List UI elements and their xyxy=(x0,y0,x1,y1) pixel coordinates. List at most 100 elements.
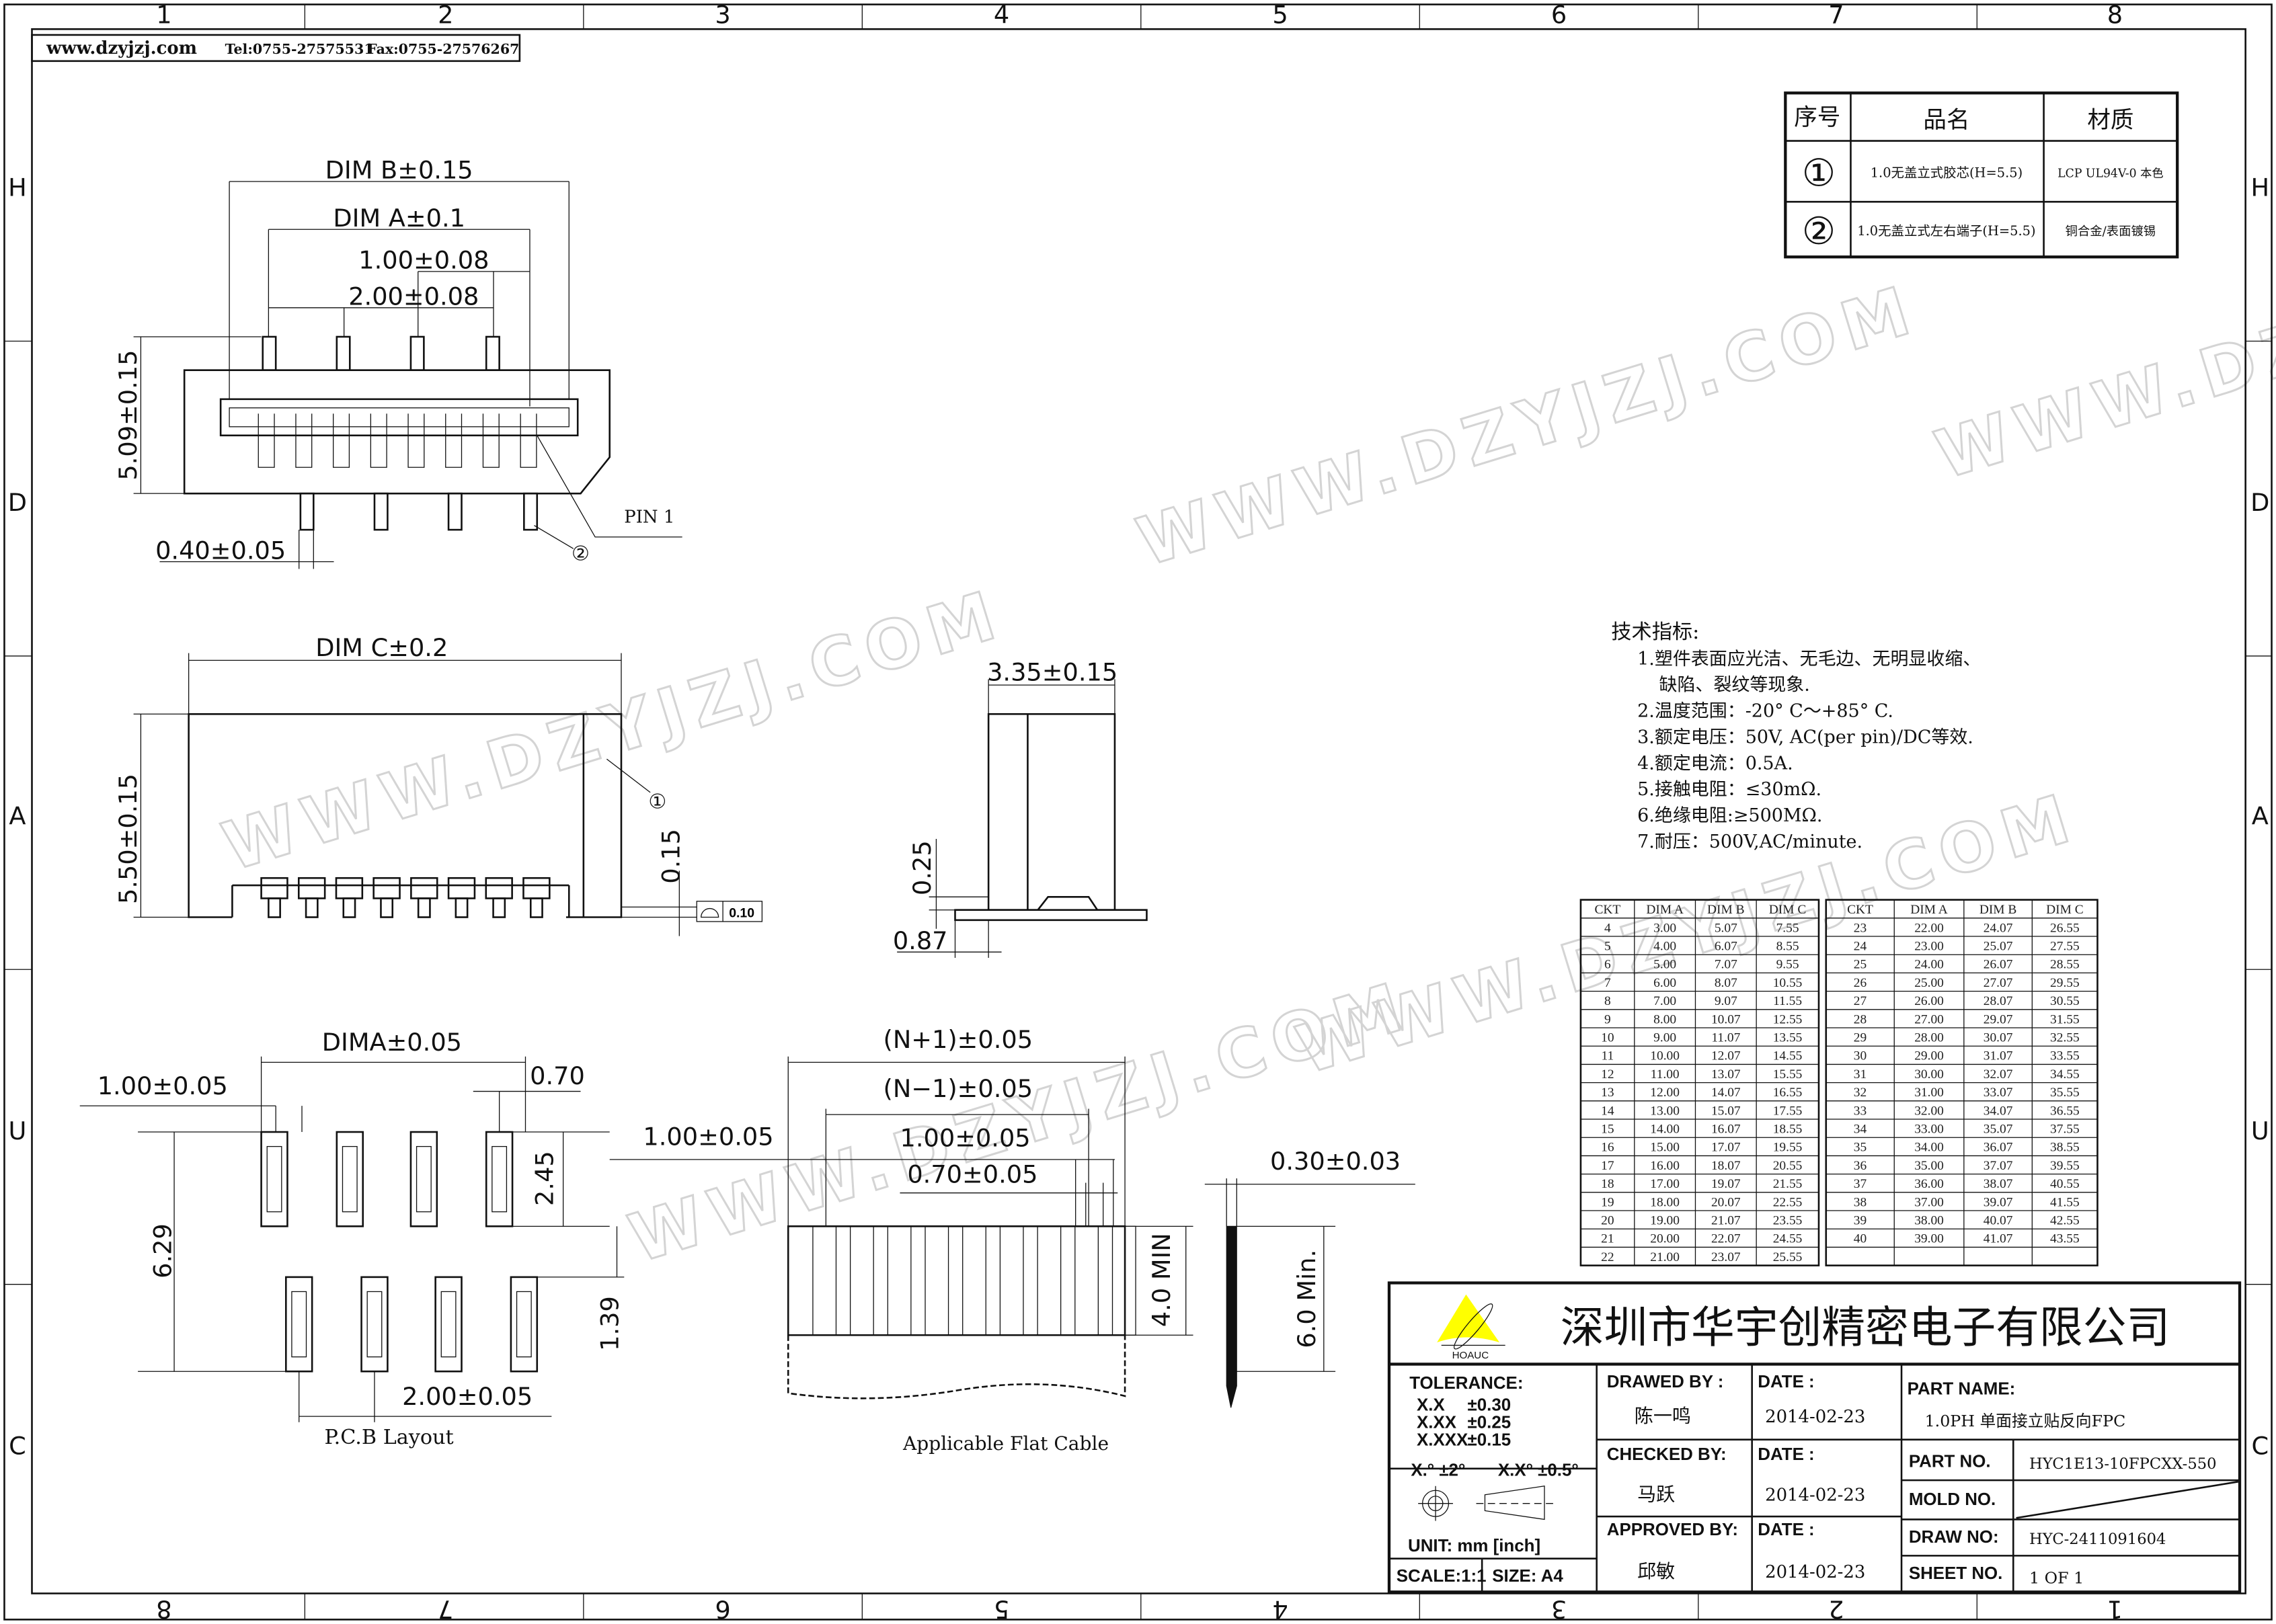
ckt-cell: 24 xyxy=(1854,940,1867,954)
ckt-cell: 37.55 xyxy=(2050,1123,2080,1137)
inner-frame xyxy=(31,28,2246,1594)
part-name: 1.0PH 单面接立贴反向FPC xyxy=(1925,1412,2126,1430)
pcb-pad xyxy=(434,1276,463,1373)
bom-header-material: 材质 xyxy=(2087,107,2133,134)
ckt-cell: 43.55 xyxy=(2050,1232,2080,1246)
ckt-cell: 17.07 xyxy=(1711,1141,1741,1155)
ckt-cell: 15.00 xyxy=(1650,1141,1680,1155)
ckt-cell: 14.55 xyxy=(1773,1049,1803,1063)
ckt-cell: 10.55 xyxy=(1773,976,1803,990)
zone-row-marker: U xyxy=(2251,1116,2269,1145)
zone-row-marker: H xyxy=(8,173,27,202)
cable-pitch-label: 1.00±0.05 xyxy=(900,1124,1031,1153)
conductor-strip xyxy=(999,1225,1024,1336)
zone-row-marker: U xyxy=(8,1116,26,1145)
front-view: DIM C±0.2 5.50±0.15 0.15 0.10 ① xyxy=(114,633,763,936)
bom-row2-no: ② xyxy=(1802,210,1836,253)
ckt-cell: 21.00 xyxy=(1650,1250,1680,1264)
conductor-strip xyxy=(962,1225,986,1336)
terminal-pin xyxy=(447,492,463,531)
part-name-label: PART NAME: xyxy=(1908,1380,2016,1399)
ckt-cell: 12.55 xyxy=(1773,1012,1803,1026)
pcb-pitch-label: 1.00±0.05 xyxy=(97,1071,228,1100)
approved-by: 邱敏 xyxy=(1637,1560,1675,1582)
pcb-layout: DIMA±0.05 1.00±0.05 0.70 2.45 6.29 1.39 … xyxy=(79,1028,625,1449)
ckt-cell: 11.55 xyxy=(1773,994,1802,1008)
terminal-pin xyxy=(299,492,315,531)
ckt-cell: 7 xyxy=(1604,976,1611,990)
ckt-cell: 7.55 xyxy=(1776,921,1799,935)
spec-item: 1.塑件表面应光洁、无毛边、无明显收缩、 xyxy=(1637,649,1981,669)
ckt-cell: 40.55 xyxy=(2050,1177,2080,1191)
ckt-cell: 34.00 xyxy=(1914,1141,1944,1155)
checked-by-label: CHECKED BY: xyxy=(1607,1445,1727,1464)
ckt-cell: 39.55 xyxy=(2050,1159,2080,1173)
pad-length-label: 2.45 xyxy=(531,1151,559,1206)
ckt-cell: 30 xyxy=(1854,1049,1867,1063)
cable-profile xyxy=(1226,1225,1237,1408)
ckt-cell: 7.07 xyxy=(1715,958,1737,972)
ckt-cell: 6 xyxy=(1604,958,1611,972)
bom-row1-material: LCP UL94V-0 本色 xyxy=(2057,167,2164,181)
zone-column-marker: 5 xyxy=(994,1594,1009,1623)
ckt-cell: 26 xyxy=(1854,976,1867,990)
ckt-cell: 11.00 xyxy=(1651,1067,1680,1082)
ckt-cell: 41.07 xyxy=(1984,1232,2013,1246)
spec-item: 缺陷、裂纹等现象. xyxy=(1659,675,1810,696)
zone-column-marker: 8 xyxy=(156,1594,171,1623)
pcb-pad xyxy=(510,1276,539,1373)
ckt-cell: 21.55 xyxy=(1773,1177,1803,1191)
ckt-cell: 29.55 xyxy=(2050,976,2080,990)
ckt-cell: 6.00 xyxy=(1653,976,1676,990)
ckt-cell: 36.55 xyxy=(2050,1104,2080,1118)
ckt-cell: 27.55 xyxy=(2050,940,2080,954)
ckt-cell: 21 xyxy=(1601,1232,1614,1246)
spec-item: 6.绝缘电阻:≥500MΩ. xyxy=(1637,805,1822,826)
ckt-cell: 16.00 xyxy=(1650,1159,1680,1173)
ckt-cell: 8.55 xyxy=(1776,940,1799,954)
approved-date: 2014-02-23 xyxy=(1765,1562,1865,1582)
ckt-cell: 42.55 xyxy=(2050,1214,2080,1228)
bom-row2-material: 铜合金/表面镀锡 xyxy=(2066,225,2156,239)
ckt-cell: 24.07 xyxy=(1984,921,2013,935)
tolerance-label: TOLERANCE: xyxy=(1409,1374,1523,1393)
fax-text: Fax:0755-27576267 xyxy=(367,41,519,57)
ckt-cell: 15.07 xyxy=(1711,1104,1741,1118)
draw-no: HYC-2411091604 xyxy=(2029,1531,2166,1548)
ckt-cell: 19.07 xyxy=(1711,1177,1741,1191)
ckt-cell: 10.07 xyxy=(1711,1012,1741,1026)
watermark-text: WWW.DZYJZJ.COM xyxy=(214,575,1013,886)
size-label: SIZE: A4 xyxy=(1492,1567,1563,1586)
ckt-cell: 31.55 xyxy=(2050,1012,2080,1026)
coplanarity-label: 0.15 xyxy=(656,829,685,884)
ckt-cell: 31.00 xyxy=(1914,1086,1944,1100)
flatness-value: 0.10 xyxy=(729,906,754,921)
website-text: www.dzyjzj.com xyxy=(46,38,197,58)
ckt-cell: 35.00 xyxy=(1914,1159,1944,1173)
ckt-cell: 14.00 xyxy=(1650,1123,1680,1137)
contact xyxy=(482,413,500,468)
ckt-cell: 20.00 xyxy=(1650,1232,1680,1246)
bom-row2-name: 1.0无盖立式左右端子(H=5.5) xyxy=(1857,223,2035,239)
side-view: 3.35±0.15 0.25 0.87 xyxy=(893,658,1148,958)
ckt-cell: 25.07 xyxy=(1984,940,2013,954)
part-no: HYC1E13-10FPCXX-550 xyxy=(2029,1455,2217,1473)
ckt-cell: 39.07 xyxy=(1984,1195,2013,1209)
balloon-1: ① xyxy=(648,790,666,814)
pcb-pad xyxy=(409,1131,438,1227)
zone-column-marker: 8 xyxy=(2107,1,2123,30)
ckt-cell: 9.00 xyxy=(1653,1031,1676,1045)
terminal-pin xyxy=(336,335,351,371)
ckt-header-cell: DIM B xyxy=(1707,903,1745,917)
ckt-cell: 17.00 xyxy=(1650,1177,1680,1191)
ckt-cell: 34 xyxy=(1854,1123,1867,1137)
ckt-header-cell: DIM C xyxy=(1769,903,1807,917)
bom-row1-name: 1.0无盖立式胶芯(H=5.5) xyxy=(1871,165,2023,181)
ckt-cell: 22.07 xyxy=(1711,1232,1741,1246)
ckt-cell: 23 xyxy=(1854,921,1867,935)
w1-label: 0.87 xyxy=(893,926,948,955)
ckt-cell: 27 xyxy=(1854,994,1867,1008)
ckt-cell: 8.00 xyxy=(1653,1012,1676,1026)
ckt-cell: 9.55 xyxy=(1776,958,1799,972)
